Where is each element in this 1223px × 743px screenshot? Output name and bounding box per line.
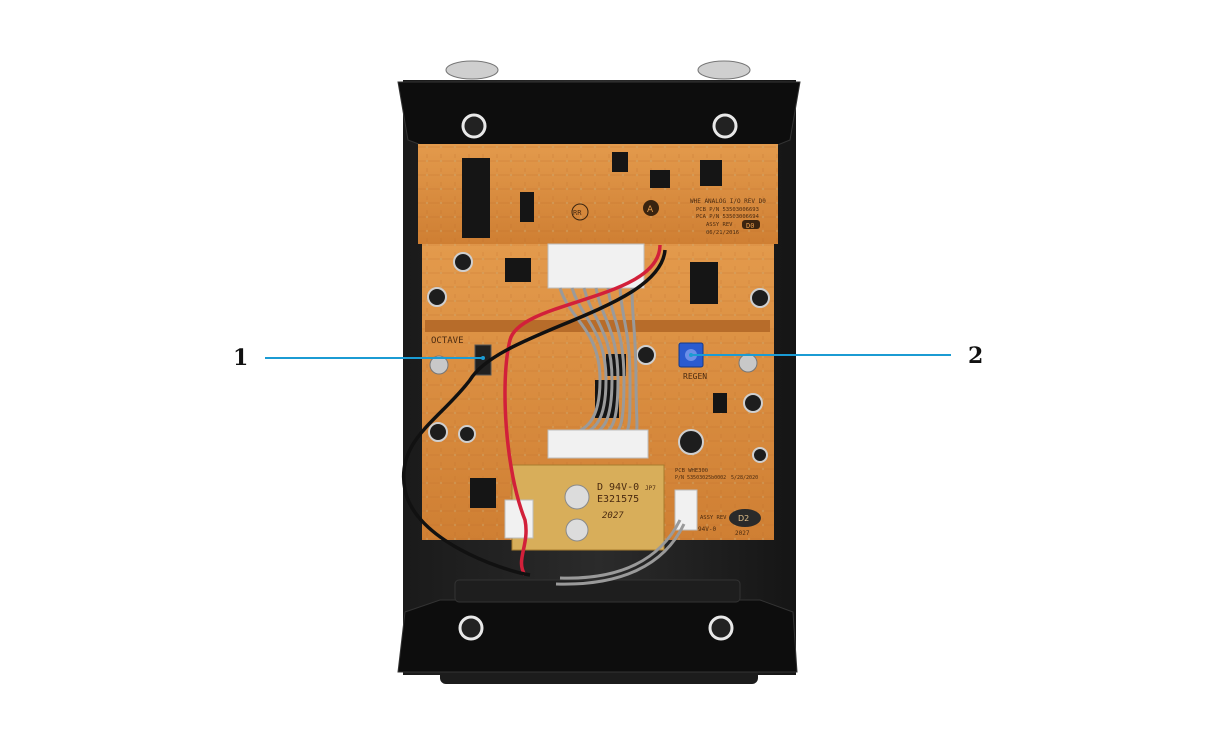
main-rev-code: D2	[738, 514, 749, 523]
io-date: 06/21/2016	[706, 230, 739, 236]
bottom-screw-left	[458, 615, 484, 641]
callout-1-line	[265, 357, 483, 359]
bottom-screw-right	[708, 615, 734, 641]
io-rr-mark: RR	[573, 209, 582, 217]
octave-label: OCTAVE	[431, 336, 464, 346]
main-rating: 94V-0	[698, 526, 716, 533]
ribbon-cable	[547, 243, 649, 459]
io-board-title: WHE ANALOG I/O REV D0	[690, 198, 766, 205]
callout-2-dot	[689, 353, 693, 357]
sub-jp-label: JP7	[645, 485, 656, 492]
callout-1-dot	[481, 356, 485, 360]
power-wires	[401, 244, 667, 577]
io-assy-rev: ASSY REV	[706, 222, 733, 228]
sub-year: 2027	[602, 511, 624, 521]
io-pcb-pn: PCB P/N 53503006693	[696, 207, 759, 213]
callout-2-number: 2	[968, 343, 984, 369]
capacitors	[427, 252, 770, 463]
sub-rating-d: D 94V-0	[597, 482, 639, 493]
io-assy-rev-code: D0	[746, 222, 754, 230]
io-board: WHE ANALOG I/O REV D0 PCB P/N 5350300669…	[418, 144, 778, 244]
top-jack-right	[697, 60, 751, 80]
io-a-mark: A	[647, 205, 654, 215]
top-jack-left	[445, 60, 499, 80]
io-pca-pn: PCA P/N 53503006694	[696, 214, 760, 220]
main-pcb-title: PCB WHE300	[675, 468, 708, 474]
top-screw-right	[712, 113, 738, 139]
callout-1-number: 1	[233, 345, 249, 371]
regen-label: REGEN	[683, 372, 707, 381]
main-year: 2027	[735, 530, 750, 537]
top-screw-left	[461, 113, 487, 139]
sub-ul-code: E321575	[597, 494, 639, 505]
main-pcb-pn: P/N 53503025b0002	[675, 475, 726, 481]
main-assy: ASSY REV	[700, 515, 727, 521]
callout-2-line	[691, 354, 951, 356]
main-date: 5/28/2020	[731, 475, 758, 481]
